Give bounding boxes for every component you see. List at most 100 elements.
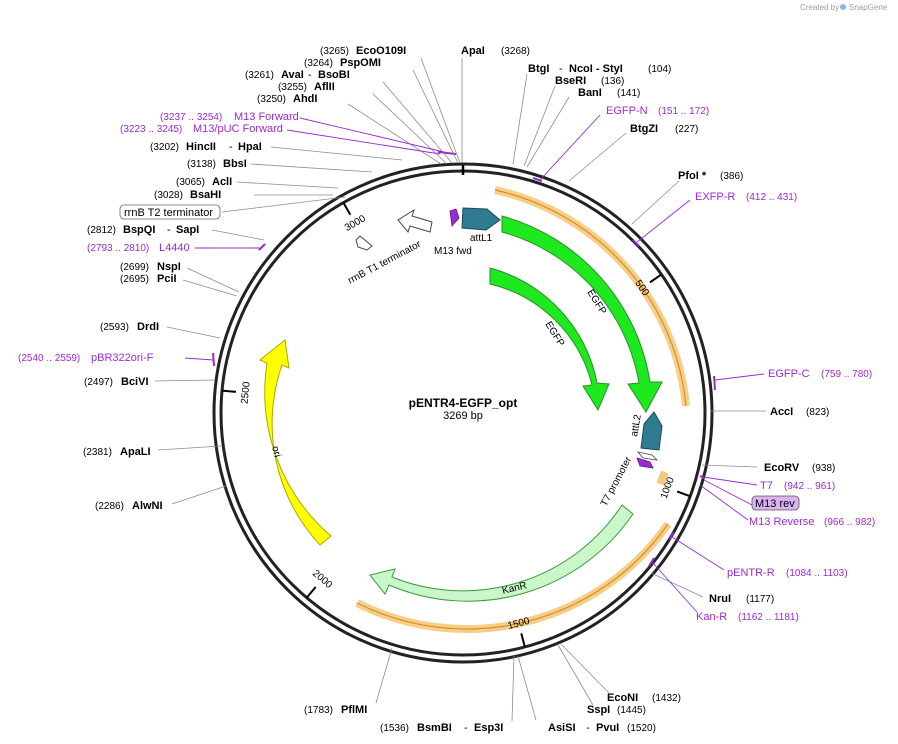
site-pos-drdi: (2593) [100, 322, 129, 333]
site-sep-asisi: - [586, 722, 590, 734]
primer-marks [212, 151, 716, 567]
primer-pos-egfp-c: (759 .. 780) [821, 369, 872, 380]
site-sspi: SspI [587, 704, 610, 716]
primer-m13puc: M13/pUC Forward [193, 123, 283, 135]
site-sep-bspqi: - [167, 224, 171, 236]
primer-pbr322: pBR322ori-F [91, 352, 154, 364]
site-acci: AccI [770, 406, 793, 418]
site-pos-btgi: (104) [648, 64, 671, 75]
primer-pos-m13rev: (966 .. 982) [824, 517, 875, 528]
feature-t7-promoter-arrow [636, 457, 654, 469]
site-sep-avai: - [308, 69, 312, 81]
feature-label-attL2: attL2 [629, 413, 644, 437]
primer-pos-l4440: (2793 .. 2810) [87, 243, 149, 254]
site-nspi: NspI [157, 261, 181, 273]
primer-t7: T7 [760, 480, 773, 492]
credit-prefix: Created by [800, 3, 839, 12]
site-pos-apai: (3268) [501, 46, 530, 57]
tick-label-2500: 2500 [240, 381, 253, 405]
site-pos-bbsi: (3138) [187, 159, 216, 170]
site-pcii: PciI [157, 273, 177, 285]
site-pos-bani: (141) [617, 88, 640, 99]
site-pflmi: PflMI [341, 704, 367, 716]
site-bspqi: BspQI [123, 224, 155, 236]
primer-pos-egfp-n: (151 .. 172) [658, 106, 709, 117]
feature-kanr [369, 504, 634, 602]
site-pos-bseri: (136) [601, 76, 624, 87]
site-pos-ahdi: (3250) [257, 94, 286, 105]
tick-mark-2500 [221, 389, 237, 393]
plasmid-name: pENTR4-EGFP_opt [409, 396, 518, 410]
site-ecorv: EcoRV [764, 462, 800, 474]
feature-rrnb-t2 [355, 235, 373, 251]
orf-highlight-kanr [355, 521, 672, 634]
primer-pentr-r: pENTR-R [727, 567, 775, 579]
primer-pos-t7: (942 .. 961) [784, 481, 835, 492]
boxed-m13rev-label: M13 rev [755, 498, 795, 510]
primer-pos-m13fwd: (3237 .. 3254) [160, 112, 222, 123]
primer-kanr: Kan-R [696, 611, 727, 623]
site-pspomi: PspOMI [340, 57, 381, 69]
site-pos-nrui: (1177) [746, 594, 774, 605]
tick-label-3000: 3000 [343, 213, 368, 234]
site-hpai: HpaI [238, 141, 262, 153]
site-pos-bsmbi: (1536) [380, 723, 409, 734]
site-pos-apali: (2381) [83, 447, 112, 458]
site-pfoi: PfoI * [678, 170, 707, 182]
site-pos-sspi: (1445) [617, 705, 646, 716]
boxed-m13rev [751, 495, 800, 511]
site-pos-acli: (3065) [176, 177, 205, 188]
site-sep-hincii: - [229, 141, 233, 153]
plasmid-backbone-outer [212, 162, 714, 664]
feature-egfp-inner [489, 267, 610, 412]
tick-label-1500: 1500 [507, 616, 532, 632]
feature-label-m13fwd: M13 fwd [434, 246, 472, 257]
feature-attL2 [640, 411, 663, 451]
site-ncoi-styi: NcoI - StyI [569, 63, 623, 75]
site-sep-bsmbi: - [464, 722, 468, 734]
site-ecoo109i: EcoO109I [356, 45, 406, 57]
site-asisi: AsiSI [548, 722, 576, 734]
feature-ori [259, 339, 332, 546]
orf-highlight-egfp-2 [656, 470, 669, 486]
primer-pos-pentr-r: (1084 .. 1103) [786, 568, 848, 579]
site-pos-bsahi: (3028) [154, 190, 183, 201]
feature-rrnb-t1 [397, 208, 433, 234]
site-esp3i: Esp3I [474, 722, 503, 734]
site-pos-alwni: (2286) [95, 501, 124, 512]
site-bsahi: BsaHI [190, 189, 221, 201]
tick-mark-3000 [342, 202, 352, 216]
site-econi: EcoNI [607, 692, 638, 704]
site-pos-bcivi: (2497) [84, 377, 113, 388]
boxed-rrnb-t2 [119, 204, 221, 220]
primer-pos-exfp-r: (412 .. 431) [746, 192, 797, 203]
site-bsobi: BsoBI [318, 69, 350, 81]
primer-egfp-n: EGFP-N [606, 105, 648, 117]
site-pos-pfoi: (386) [720, 171, 743, 182]
site-pos-nspi: (2699) [120, 262, 149, 273]
site-pos-econi: (1432) [652, 693, 681, 704]
primer-pos-m13puc: (3223 .. 3245) [120, 124, 182, 135]
site-bseri: BseRI [555, 75, 586, 87]
site-pos-hincii: (3202) [150, 142, 179, 153]
site-aflii: AflII [314, 81, 335, 93]
site-pos-bspqi: (2812) [87, 225, 116, 236]
site-pos-pspomi: (3264) [304, 58, 333, 69]
site-pos-avai: (3261) [245, 70, 274, 81]
site-nrui: NruI [709, 593, 731, 605]
site-pos-ecorv: (938) [812, 463, 835, 474]
site-sep-btgi: - [559, 63, 563, 75]
primer-l4440: L4440 [159, 242, 190, 254]
site-btgzi: BtgZI [630, 123, 658, 135]
site-ahdi: AhdI [293, 93, 317, 105]
site-pos-aflii: (3255) [278, 82, 307, 93]
plasmid-length: 3269 bp [443, 410, 483, 422]
leader-lines [154, 57, 766, 722]
credit-brand: SnapGene [849, 3, 888, 12]
site-bbsi: BbsI [223, 158, 247, 170]
site-pos-pflmi: (1783) [304, 705, 333, 716]
site-alwni: AlwNI [132, 500, 163, 512]
primer-pos-kanr: (1162 .. 1181) [738, 612, 799, 623]
feature-m13rev-arrow [636, 451, 659, 461]
